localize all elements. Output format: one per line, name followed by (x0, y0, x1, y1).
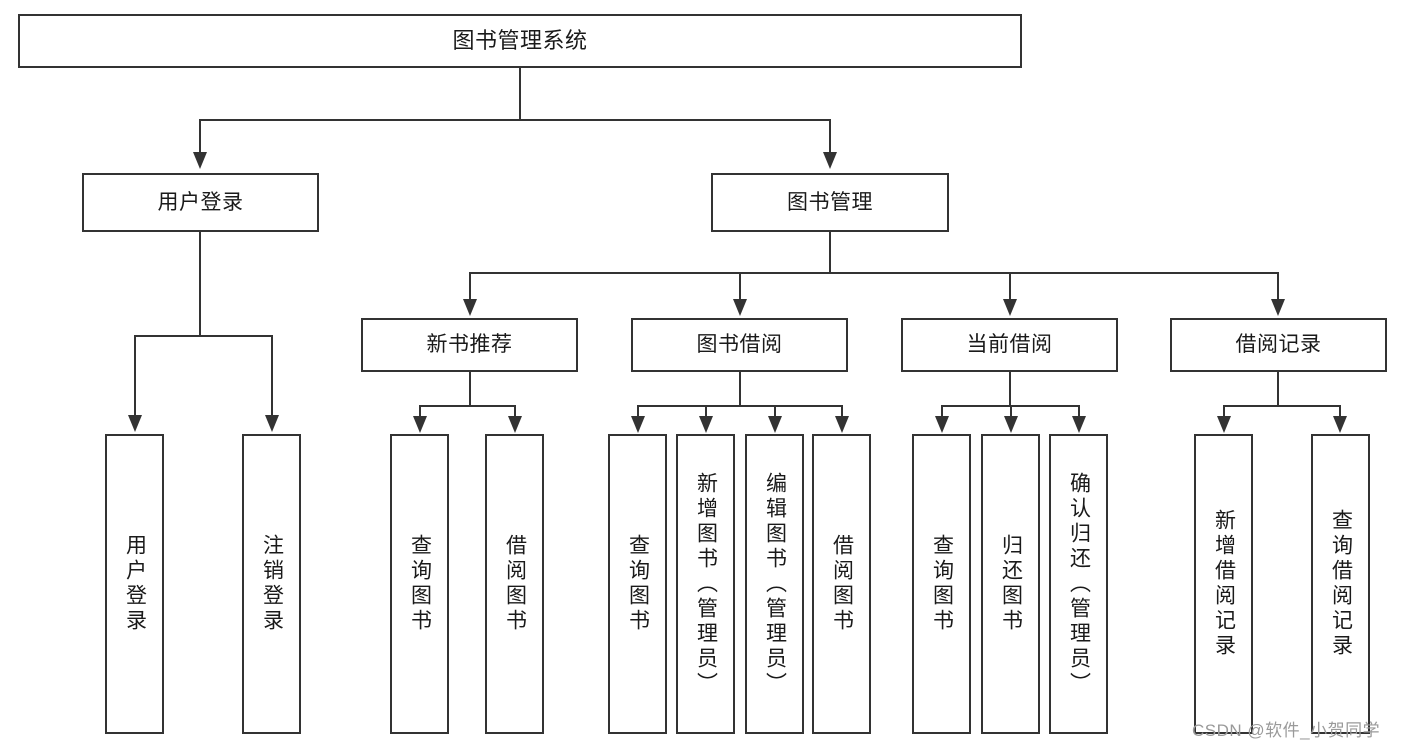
node-user-login[interactable]: 用户登录 (82, 173, 319, 232)
arrowhead-leaf-query-book-2 (631, 416, 645, 433)
watermark-text: CSDN @软件_小贺同学 (1192, 721, 1381, 740)
connector-new-book-recommend-trunk (469, 372, 471, 406)
leaf-confirm-return[interactable]: 确认归还（管理员） (1049, 434, 1108, 734)
node-label: 借阅图书 (503, 534, 527, 634)
node-label: 新增图书（管理员） (694, 471, 718, 697)
node-label: 确认归还（管理员） (1067, 471, 1091, 697)
connector-book-borrow-drop-3 (774, 405, 776, 417)
arrowhead-leaf-borrow-book-2 (835, 416, 849, 433)
arrowhead-user-login (193, 152, 207, 169)
connector-book-manage-drop-4 (1277, 272, 1279, 300)
node-label: 用户登录 (123, 534, 147, 634)
node-borrow-record[interactable]: 借阅记录 (1170, 318, 1387, 372)
leaf-query-book-1[interactable]: 查询图书 (390, 434, 449, 734)
leaf-user-logout[interactable]: 注销登录 (242, 434, 301, 734)
node-label: 图书管理 (787, 190, 873, 214)
connector-book-manage-bus (469, 272, 1279, 274)
node-label: 编辑图书（管理员） (763, 471, 787, 697)
leaf-borrow-book-1[interactable]: 借阅图书 (485, 434, 544, 734)
node-book-manage[interactable]: 图书管理 (711, 173, 949, 232)
node-root-book-management-system[interactable]: 图书管理系统 (18, 14, 1022, 68)
connector-current-borrow-drop-1 (941, 405, 943, 417)
leaf-add-record[interactable]: 新增借阅记录 (1194, 434, 1253, 734)
node-label: 图书管理系统 (452, 27, 588, 53)
arrowhead-leaf-query-book-3 (935, 416, 949, 433)
node-label: 查询借阅记录 (1329, 509, 1353, 659)
leaf-query-record[interactable]: 查询借阅记录 (1311, 434, 1370, 734)
node-label: 当前借阅 (966, 333, 1053, 357)
connector-root-bus (199, 119, 831, 121)
node-label: 新增借阅记录 (1212, 509, 1236, 659)
leaf-add-book[interactable]: 新增图书（管理员） (676, 434, 735, 734)
arrowhead-leaf-user-login (128, 415, 142, 432)
connector-new-book-recommend-drop-1 (419, 405, 421, 417)
connector-current-borrow-drop-2 (1010, 405, 1012, 417)
node-label: 注销登录 (260, 534, 284, 634)
node-label: 查询图书 (408, 534, 432, 634)
node-label: 借阅记录 (1235, 333, 1322, 357)
connector-book-manage-drop-1 (469, 272, 471, 300)
node-label: 查询图书 (626, 534, 650, 634)
connector-user-login-bus (134, 335, 272, 337)
connector-root-trunk (519, 68, 521, 120)
node-label: 图书借阅 (696, 333, 783, 357)
node-label: 新书推荐 (426, 333, 513, 357)
arrowhead-leaf-query-record (1333, 416, 1347, 433)
arrowhead-new-book-recommend (463, 299, 477, 316)
connector-new-book-recommend-drop-2 (514, 405, 516, 417)
connector-book-borrow-bus (637, 405, 842, 407)
leaf-query-book-2[interactable]: 查询图书 (608, 434, 667, 734)
connector-current-borrow-trunk (1009, 372, 1011, 406)
connector-borrow-record-drop-1 (1223, 405, 1225, 417)
arrowhead-book-manage (823, 152, 837, 169)
connector-book-borrow-drop-4 (841, 405, 843, 417)
leaf-query-book-3[interactable]: 查询图书 (912, 434, 971, 734)
connector-book-borrow-drop-1 (637, 405, 639, 417)
arrowhead-leaf-add-book (699, 416, 713, 433)
connector-book-borrow-drop-2 (705, 405, 707, 417)
node-label: 用户登录 (157, 190, 244, 214)
connector-borrow-record-trunk (1277, 372, 1279, 406)
leaf-return-book[interactable]: 归还图书 (981, 434, 1040, 734)
arrowhead-leaf-confirm-return (1072, 416, 1086, 433)
arrowhead-borrow-record (1271, 299, 1285, 316)
connector-borrow-record-drop-2 (1339, 405, 1341, 417)
arrowhead-leaf-add-record (1217, 416, 1231, 433)
node-book-borrow[interactable]: 图书借阅 (631, 318, 848, 372)
arrowhead-leaf-edit-book (768, 416, 782, 433)
leaf-borrow-book-2[interactable]: 借阅图书 (812, 434, 871, 734)
connector-borrow-record-bus (1223, 405, 1340, 407)
connector-current-borrow-drop-3 (1078, 405, 1080, 417)
arrowhead-leaf-borrow-book-1 (508, 416, 522, 433)
connector-book-borrow-trunk (739, 372, 741, 406)
node-label: 借阅图书 (830, 534, 854, 634)
arrowhead-leaf-user-logout (265, 415, 279, 432)
arrowhead-leaf-query-book-1 (413, 416, 427, 433)
connector-root-to-book-manage (829, 119, 831, 153)
leaf-user-login[interactable]: 用户登录 (105, 434, 164, 734)
arrowhead-current-borrow (1003, 299, 1017, 316)
connector-user-login-drop-1 (134, 335, 136, 416)
connector-book-manage-drop-2 (739, 272, 741, 300)
leaf-edit-book[interactable]: 编辑图书（管理员） (745, 434, 804, 734)
connector-root-to-user-login (199, 119, 201, 153)
node-current-borrow[interactable]: 当前借阅 (901, 318, 1118, 372)
csdn-watermark: CSDN @软件_小贺同学 (1192, 716, 1380, 741)
arrowhead-leaf-return-book (1004, 416, 1018, 433)
node-label: 归还图书 (999, 534, 1023, 634)
node-label: 查询图书 (930, 534, 954, 634)
connector-book-manage-trunk (829, 232, 831, 273)
arrowhead-book-borrow (733, 299, 747, 316)
connector-book-manage-drop-3 (1009, 272, 1011, 300)
connector-user-login-drop-2 (271, 335, 273, 416)
connector-user-login-trunk (199, 232, 201, 336)
node-new-book-recommend[interactable]: 新书推荐 (361, 318, 578, 372)
connector-new-book-recommend-bus (419, 405, 516, 407)
